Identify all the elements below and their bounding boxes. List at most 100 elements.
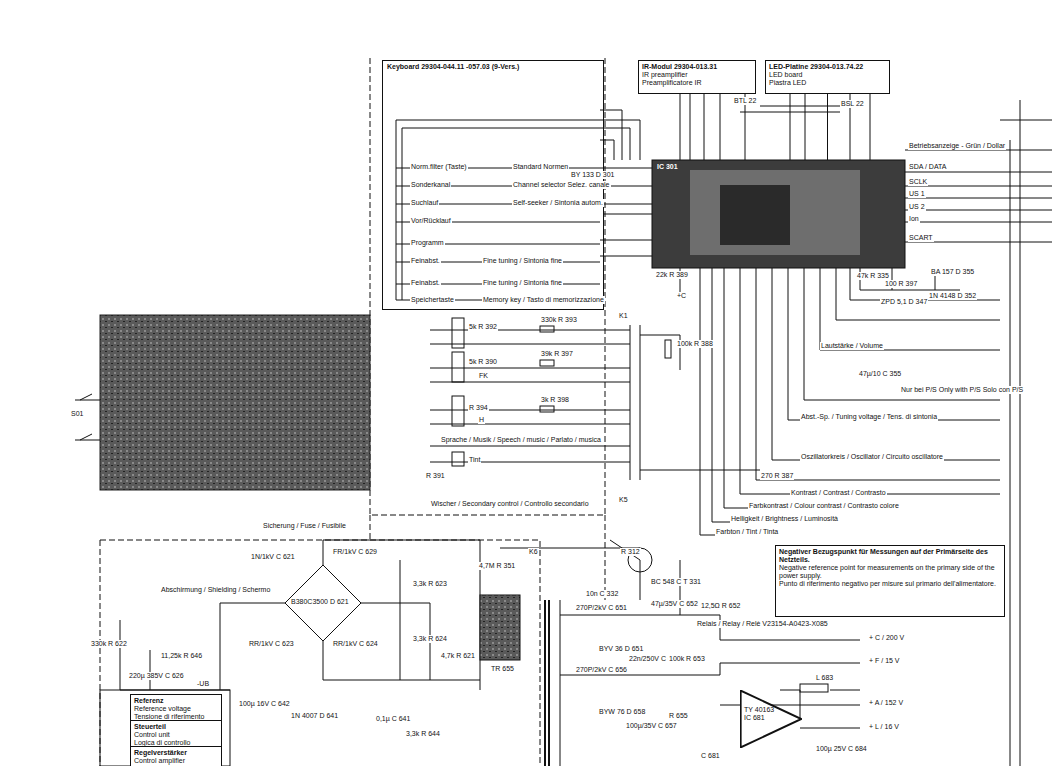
box-heading: Regelverstärker bbox=[134, 749, 218, 757]
box-text: Piastra LED bbox=[769, 79, 886, 87]
component-label: 47µ/10 C 355 bbox=[858, 370, 902, 378]
module-box: IR-Modul 29304-013.31IR preamplifierPrea… bbox=[638, 60, 756, 94]
component-label: Nur bei P/S Only with P/S Solo con P/S bbox=[900, 386, 1024, 394]
box-text: Preamplificatore IR bbox=[642, 79, 752, 87]
component-label: H bbox=[478, 416, 485, 424]
box-heading: IC 301 bbox=[657, 163, 900, 171]
component-label: 5k R 392 bbox=[468, 323, 498, 331]
component-label: Channel selector Selez. canale bbox=[512, 181, 611, 189]
box-heading: LED-Platine 29304-013.74.22 bbox=[769, 63, 886, 71]
op-amp-triangle: TY 40163IC 681 bbox=[740, 690, 802, 748]
component-label: 4,7M R 351 bbox=[478, 562, 516, 570]
component-label: SCLK bbox=[908, 178, 928, 186]
component-label: Wischer / Secondary control / Controllo … bbox=[430, 500, 590, 508]
box-heading: TY 40163 bbox=[744, 706, 792, 714]
component-label: TR 655 bbox=[490, 665, 515, 673]
component-label: 100µ/35V C 657 bbox=[625, 722, 678, 730]
box-heading: IR-Modul 29304-013.31 bbox=[642, 63, 752, 71]
component-label: Tint bbox=[468, 456, 481, 464]
component-label: Fine tuning / Sintonia fine bbox=[482, 257, 563, 265]
component-label: US 1 bbox=[908, 190, 926, 198]
component-label: Betriebsanzeige - Grün / Dollar bbox=[908, 142, 1006, 150]
component-label: FK bbox=[478, 372, 489, 380]
component-label: SCART bbox=[908, 234, 934, 242]
component-label: 10n C 332 bbox=[585, 590, 619, 598]
wire-connector bbox=[704, 94, 705, 160]
component-label: Feinabst. bbox=[410, 257, 441, 265]
component-label: + L / 16 V bbox=[868, 723, 900, 731]
component-label: + C / 200 V bbox=[868, 634, 905, 642]
component-label: 330k R 622 bbox=[90, 640, 128, 648]
component-label: BC 548 C T 331 bbox=[650, 578, 702, 586]
box-text: LED board bbox=[769, 71, 886, 79]
module-box: Negativer Bezugspunkt für Messungen auf … bbox=[775, 545, 1005, 617]
box-text: Reference voltage bbox=[134, 705, 218, 713]
component-label: Abschirmung / Shielding / Schermo bbox=[160, 586, 271, 594]
component-label: S01 bbox=[70, 410, 84, 418]
module-box: LED-Platine 29304-013.74.22LED boardPias… bbox=[765, 60, 890, 94]
component-label: 1N/1kV C 621 bbox=[250, 553, 296, 561]
box-heading: Negativer Bezugspunkt für Messungen auf … bbox=[779, 548, 1001, 564]
wire-connector bbox=[827, 94, 828, 160]
component-label: 220µ 385V C 626 bbox=[128, 672, 185, 680]
box-text: Control amplifier bbox=[134, 757, 218, 765]
component-label: 3,3k R 644 bbox=[405, 730, 441, 738]
component-label: 100µ 25V C 684 bbox=[815, 745, 868, 753]
box-text: IC 681 bbox=[744, 714, 792, 722]
wire-connector bbox=[604, 214, 652, 215]
component-label: 330k R 393 bbox=[540, 316, 578, 324]
component-label: Oszillatorkreis / Oscillator / Circuito … bbox=[800, 453, 944, 461]
component-label: 100 R 397 bbox=[884, 280, 918, 288]
component-label: Speichertaste bbox=[410, 296, 455, 304]
component-label: Farbkontrast / Colour contrast / Contras… bbox=[748, 502, 900, 510]
component-label: BSL 22 bbox=[840, 100, 865, 108]
component-label: L 683 bbox=[815, 674, 834, 682]
component-label: 12,5Ω R 652 bbox=[700, 602, 741, 610]
component-label: 100µ 16V C 642 bbox=[238, 700, 291, 708]
component-label: 5k R 390 bbox=[468, 358, 498, 366]
component-label: Feinabst. bbox=[410, 279, 441, 287]
component-label: BA 157 D 355 bbox=[930, 268, 975, 276]
component-label: R 394 bbox=[468, 404, 489, 412]
component-label: Norm.filter (Taste) bbox=[410, 163, 468, 171]
component-label: Helligkeit / Brightness / Luminosità bbox=[730, 515, 839, 523]
component-label: Kontrast / Contrast / Contrasto bbox=[790, 489, 887, 497]
component-label: Lautstärke / Volume bbox=[820, 342, 884, 350]
component-label: 1N 4007 D 641 bbox=[290, 712, 339, 720]
component-label: K1 bbox=[618, 312, 629, 320]
component-label: K6 bbox=[528, 548, 539, 556]
component-label: R 391 bbox=[425, 472, 446, 480]
module-box: RegelverstärkerControl amplifier bbox=[130, 746, 222, 766]
component-label: R 312 bbox=[620, 548, 641, 556]
component-label: US 2 bbox=[908, 203, 926, 211]
component-label: 100k R 388 bbox=[676, 340, 714, 348]
component-label: B380C3500 D 621 bbox=[290, 598, 350, 606]
component-label: ZPD 5,1 D 347 bbox=[880, 298, 928, 306]
component-label: Abst.-Sp. / Tuning voltage / Tens. di si… bbox=[800, 413, 938, 421]
component-label: Relais / Relay / Relè V23154-A0423-X085 bbox=[696, 620, 829, 628]
component-label: 39k R 397 bbox=[540, 350, 574, 358]
component-label: K5 bbox=[618, 496, 629, 504]
box-text: Control unit bbox=[134, 731, 218, 739]
box-text: Punto di riferimento negativo per misure… bbox=[779, 580, 1001, 588]
component-label: 270 R 387 bbox=[760, 472, 794, 480]
component-label: RR/1kV C 624 bbox=[332, 640, 379, 648]
component-label: R 655 bbox=[668, 712, 689, 720]
component-label: Sprache / Musik / Speech / music / Parla… bbox=[440, 436, 602, 444]
box-heading: Referenz bbox=[134, 697, 218, 705]
component-label: Sonderkanal bbox=[410, 181, 451, 189]
component-label: Vor/Rücklauf bbox=[410, 217, 452, 225]
component-label: Farbton / Tint / Tinta bbox=[715, 528, 779, 536]
component-label: SDA / DATA bbox=[908, 163, 947, 171]
component-label: 3,3k R 624 bbox=[412, 635, 448, 643]
microcontroller-ic: IC 301 bbox=[652, 160, 905, 268]
component-label: BTL 22 bbox=[733, 97, 757, 105]
component-label: BYW 76 D 658 bbox=[598, 708, 646, 716]
box-heading: Keyboard 29304-044.11 -057.03 (9-Vers.) bbox=[387, 63, 599, 71]
component-label: Fine tuning / Sintonia fine bbox=[482, 279, 563, 287]
component-label: Standard Normen bbox=[512, 163, 569, 171]
component-label: 22k R 389 bbox=[655, 271, 689, 279]
